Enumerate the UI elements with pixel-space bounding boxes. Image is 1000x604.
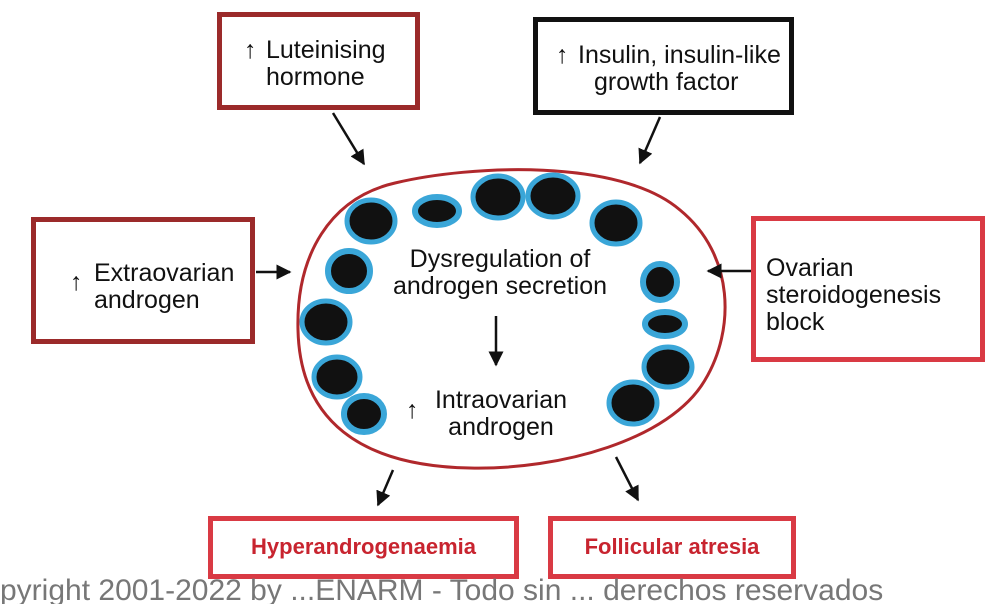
follicular-atresia-label: Follicular atresia (584, 534, 760, 559)
center-line1: Dysregulation of (409, 245, 591, 273)
copyright-footer: pyright 2001-2022 by ...ENARM - Todo sin… (0, 576, 884, 604)
lh-line2: hormone (266, 63, 365, 91)
center-line4: androgen (448, 413, 554, 441)
up-arrow-icon: ↑ (70, 268, 83, 296)
follicle (341, 393, 387, 435)
follicle (311, 354, 363, 400)
insulin-line2: growth factor (594, 68, 739, 96)
center-text-dysregulation: Dysregulation of androgen secretion (380, 246, 620, 300)
follicle (606, 379, 660, 427)
up-arrow-icon: ↑ (556, 41, 569, 69)
up-arrow-icon: ↑ (406, 396, 419, 424)
up-arrow-icon: ↑ (244, 36, 257, 64)
follicular-atresia-box: Follicular atresia (548, 516, 796, 579)
follicle (325, 248, 373, 294)
arrow-to-atresia (614, 456, 640, 502)
hyperandrogenaemia-box: Hyperandrogenaemia (208, 516, 519, 579)
steroidogenesis-block-box: Ovarian steroidogenesis block (751, 216, 985, 362)
follicle (589, 199, 643, 247)
extraovarian-box: ↑ Extraovarian androgen (31, 217, 255, 344)
insulin-box: ↑ Insulin, insulin-like growth factor (533, 17, 794, 115)
lh-box: ↑ Luteinising hormone (217, 12, 420, 110)
follicle (344, 197, 398, 245)
block-line3: block (766, 308, 825, 336)
center-line2: androgen secretion (392, 272, 608, 300)
center-line3: Intraovarian (434, 386, 568, 414)
extra-line1: Extraovarian (94, 259, 235, 287)
follicle (299, 298, 353, 346)
insulin-line1: Insulin, insulin-like (578, 41, 781, 69)
block-line2: steroidogenesis (766, 281, 942, 309)
arrow-to-hyper (376, 469, 395, 507)
arrow-lh-to-ovary (331, 112, 366, 166)
extra-line2: androgen (94, 286, 200, 314)
hyperandrogenaemia-label: Hyperandrogenaemia (251, 534, 476, 559)
follicle (525, 172, 581, 220)
follicles (299, 172, 695, 435)
follicle (641, 344, 695, 390)
follicle (640, 261, 680, 303)
follicle (470, 173, 526, 221)
center-text-intraovarian: Intraovarian androgen (426, 387, 576, 441)
arrow-insulin-to-ovary (638, 116, 662, 165)
follicle (642, 309, 688, 339)
block-line1: Ovarian (766, 254, 854, 282)
follicle (412, 194, 462, 228)
lh-line1: Luteinising (266, 36, 386, 64)
